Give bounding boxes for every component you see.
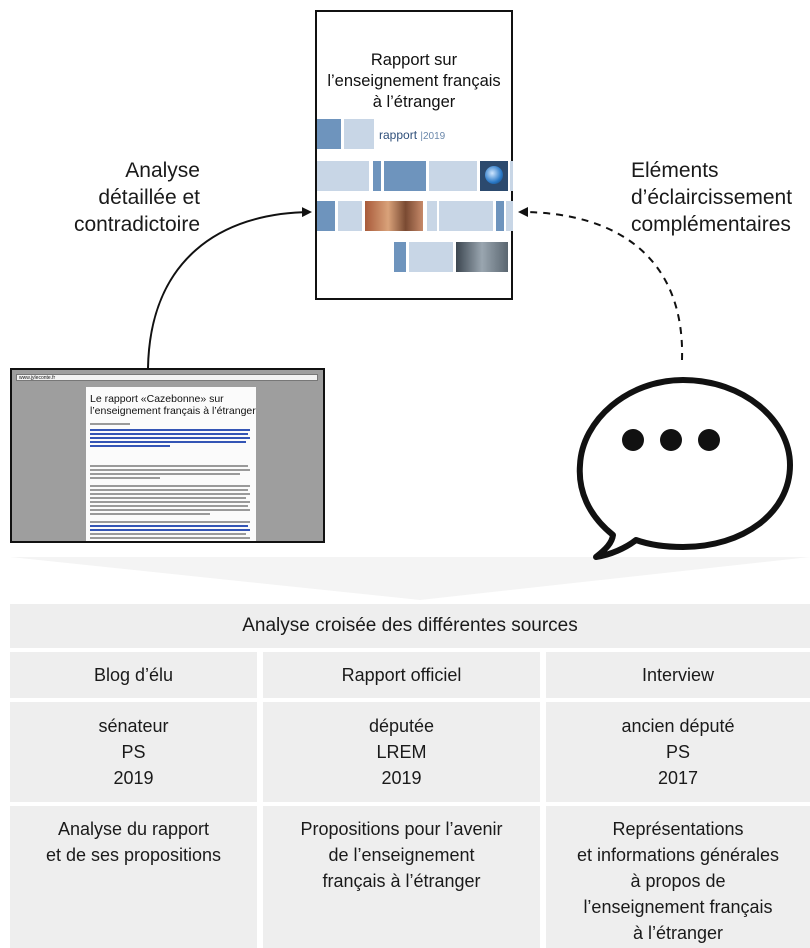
table-header-text: Analyse croisée des différentes sources xyxy=(242,615,578,636)
content-cell: Analyse du rapport et de ses proposition… xyxy=(10,806,257,948)
funnel-shadow xyxy=(10,557,810,600)
cover-block xyxy=(317,119,341,149)
globe-photo-icon xyxy=(480,161,508,191)
blog-title-line: Le rapport «Cazebonne» sur xyxy=(90,393,224,405)
content-line: Propositions pour l’avenir xyxy=(300,819,503,839)
cover-block xyxy=(429,161,477,191)
label-complementary-elements: Eléments d’éclaircissement complémentair… xyxy=(631,157,809,238)
cover-block xyxy=(439,201,493,231)
cover-block xyxy=(506,201,513,231)
cover-block xyxy=(344,119,374,149)
content-line: Représentations xyxy=(612,819,744,839)
children-photo-icon xyxy=(365,201,423,231)
author-cell: ancien député PS 2017 xyxy=(546,702,810,802)
content-line: et informations générales xyxy=(576,845,780,865)
arrow-interview-to-report xyxy=(518,207,684,361)
column-name: Rapport officiel xyxy=(341,665,462,685)
cover-block xyxy=(409,242,453,272)
report-title-line: Rapport sur xyxy=(370,51,458,69)
content-line: et de ses propositions xyxy=(45,845,222,865)
cover-block xyxy=(338,201,362,231)
cover-block xyxy=(496,201,504,231)
blog-title: Le rapport «Cazebonne» sur l’enseignemen… xyxy=(90,393,256,417)
column-name: Blog d’élu xyxy=(93,665,174,685)
report-brand-word: rapport xyxy=(379,128,418,142)
cover-block xyxy=(373,161,381,191)
content-line: de l’enseignement xyxy=(328,845,475,865)
content-line: à propos de xyxy=(630,871,726,891)
comparison-table: Analyse croisée des différentes sources … xyxy=(10,604,810,948)
content-line: l’enseignement français xyxy=(583,897,773,917)
cover-block xyxy=(394,242,406,272)
cover-block xyxy=(317,201,335,231)
blog-page: Le rapport «Cazebonne» sur l’enseignemen… xyxy=(86,387,256,541)
blog-title-line: l’enseignement français à l’étranger xyxy=(90,405,256,417)
cover-block xyxy=(384,161,426,191)
author-line: 2019 xyxy=(113,768,154,788)
author-line: PS xyxy=(121,742,146,762)
author-line: ancien député xyxy=(621,716,735,736)
column-name-cell: Blog d’élu xyxy=(10,652,257,698)
label-line: Eléments xyxy=(631,159,719,182)
author-cell: députée LREM 2019 xyxy=(263,702,540,802)
arrow-blog-to-report xyxy=(147,207,312,369)
report-brand: rapport |2019 xyxy=(379,128,445,142)
label-line: d’éclaircissement xyxy=(631,186,793,209)
author-cell: sénateur PS 2019 xyxy=(10,702,257,802)
column-name: Interview xyxy=(641,665,715,685)
column-name-cell: Rapport officiel xyxy=(263,652,540,698)
author-line: sénateur xyxy=(98,716,169,736)
label-line: Analyse xyxy=(125,159,200,182)
report-title-line: l’enseignement français xyxy=(327,72,501,90)
bubble-dot xyxy=(660,429,682,451)
author-line: 2017 xyxy=(657,768,699,788)
report-cover-image: Rapport sur l’enseignement français à l’… xyxy=(315,10,513,300)
bubble-dot xyxy=(622,429,644,451)
content-line: français à l’étranger xyxy=(322,871,481,891)
column-name-cell: Interview xyxy=(546,652,810,698)
label-line: détaillée et xyxy=(98,186,200,209)
report-brand-year: |2019 xyxy=(420,131,446,142)
content-cell: Propositions pour l’avenir de l’enseigne… xyxy=(263,806,540,948)
author-line: LREM xyxy=(376,742,427,762)
cover-block xyxy=(317,161,369,191)
label-line: complémentaires xyxy=(631,213,791,236)
speech-bubble-icon xyxy=(576,377,793,560)
author-line: députée xyxy=(368,716,435,736)
author-line: 2019 xyxy=(381,768,422,788)
author-line: PS xyxy=(665,742,690,762)
cover-block xyxy=(427,201,437,231)
blog-screenshot: www.jyleconte.fr Le rapport «Cazebonne» … xyxy=(10,368,325,543)
report-title: Rapport sur l’enseignement français à l’… xyxy=(317,50,511,113)
building-photo-icon xyxy=(456,242,508,272)
content-line: à l’étranger xyxy=(632,923,724,943)
cover-block xyxy=(510,161,513,191)
label-detailed-analysis: Analyse détaillée et contradictoire xyxy=(55,157,200,238)
table-header: Analyse croisée des différentes sources xyxy=(10,604,810,648)
label-line: contradictoire xyxy=(73,213,200,236)
bubble-dot xyxy=(698,429,720,451)
report-title-line: à l’étranger xyxy=(372,93,456,111)
blog-url-bar: www.jyleconte.fr xyxy=(16,374,318,381)
content-line: Analyse du rapport xyxy=(57,819,210,839)
content-cell: Représentations et informations générale… xyxy=(546,806,810,948)
